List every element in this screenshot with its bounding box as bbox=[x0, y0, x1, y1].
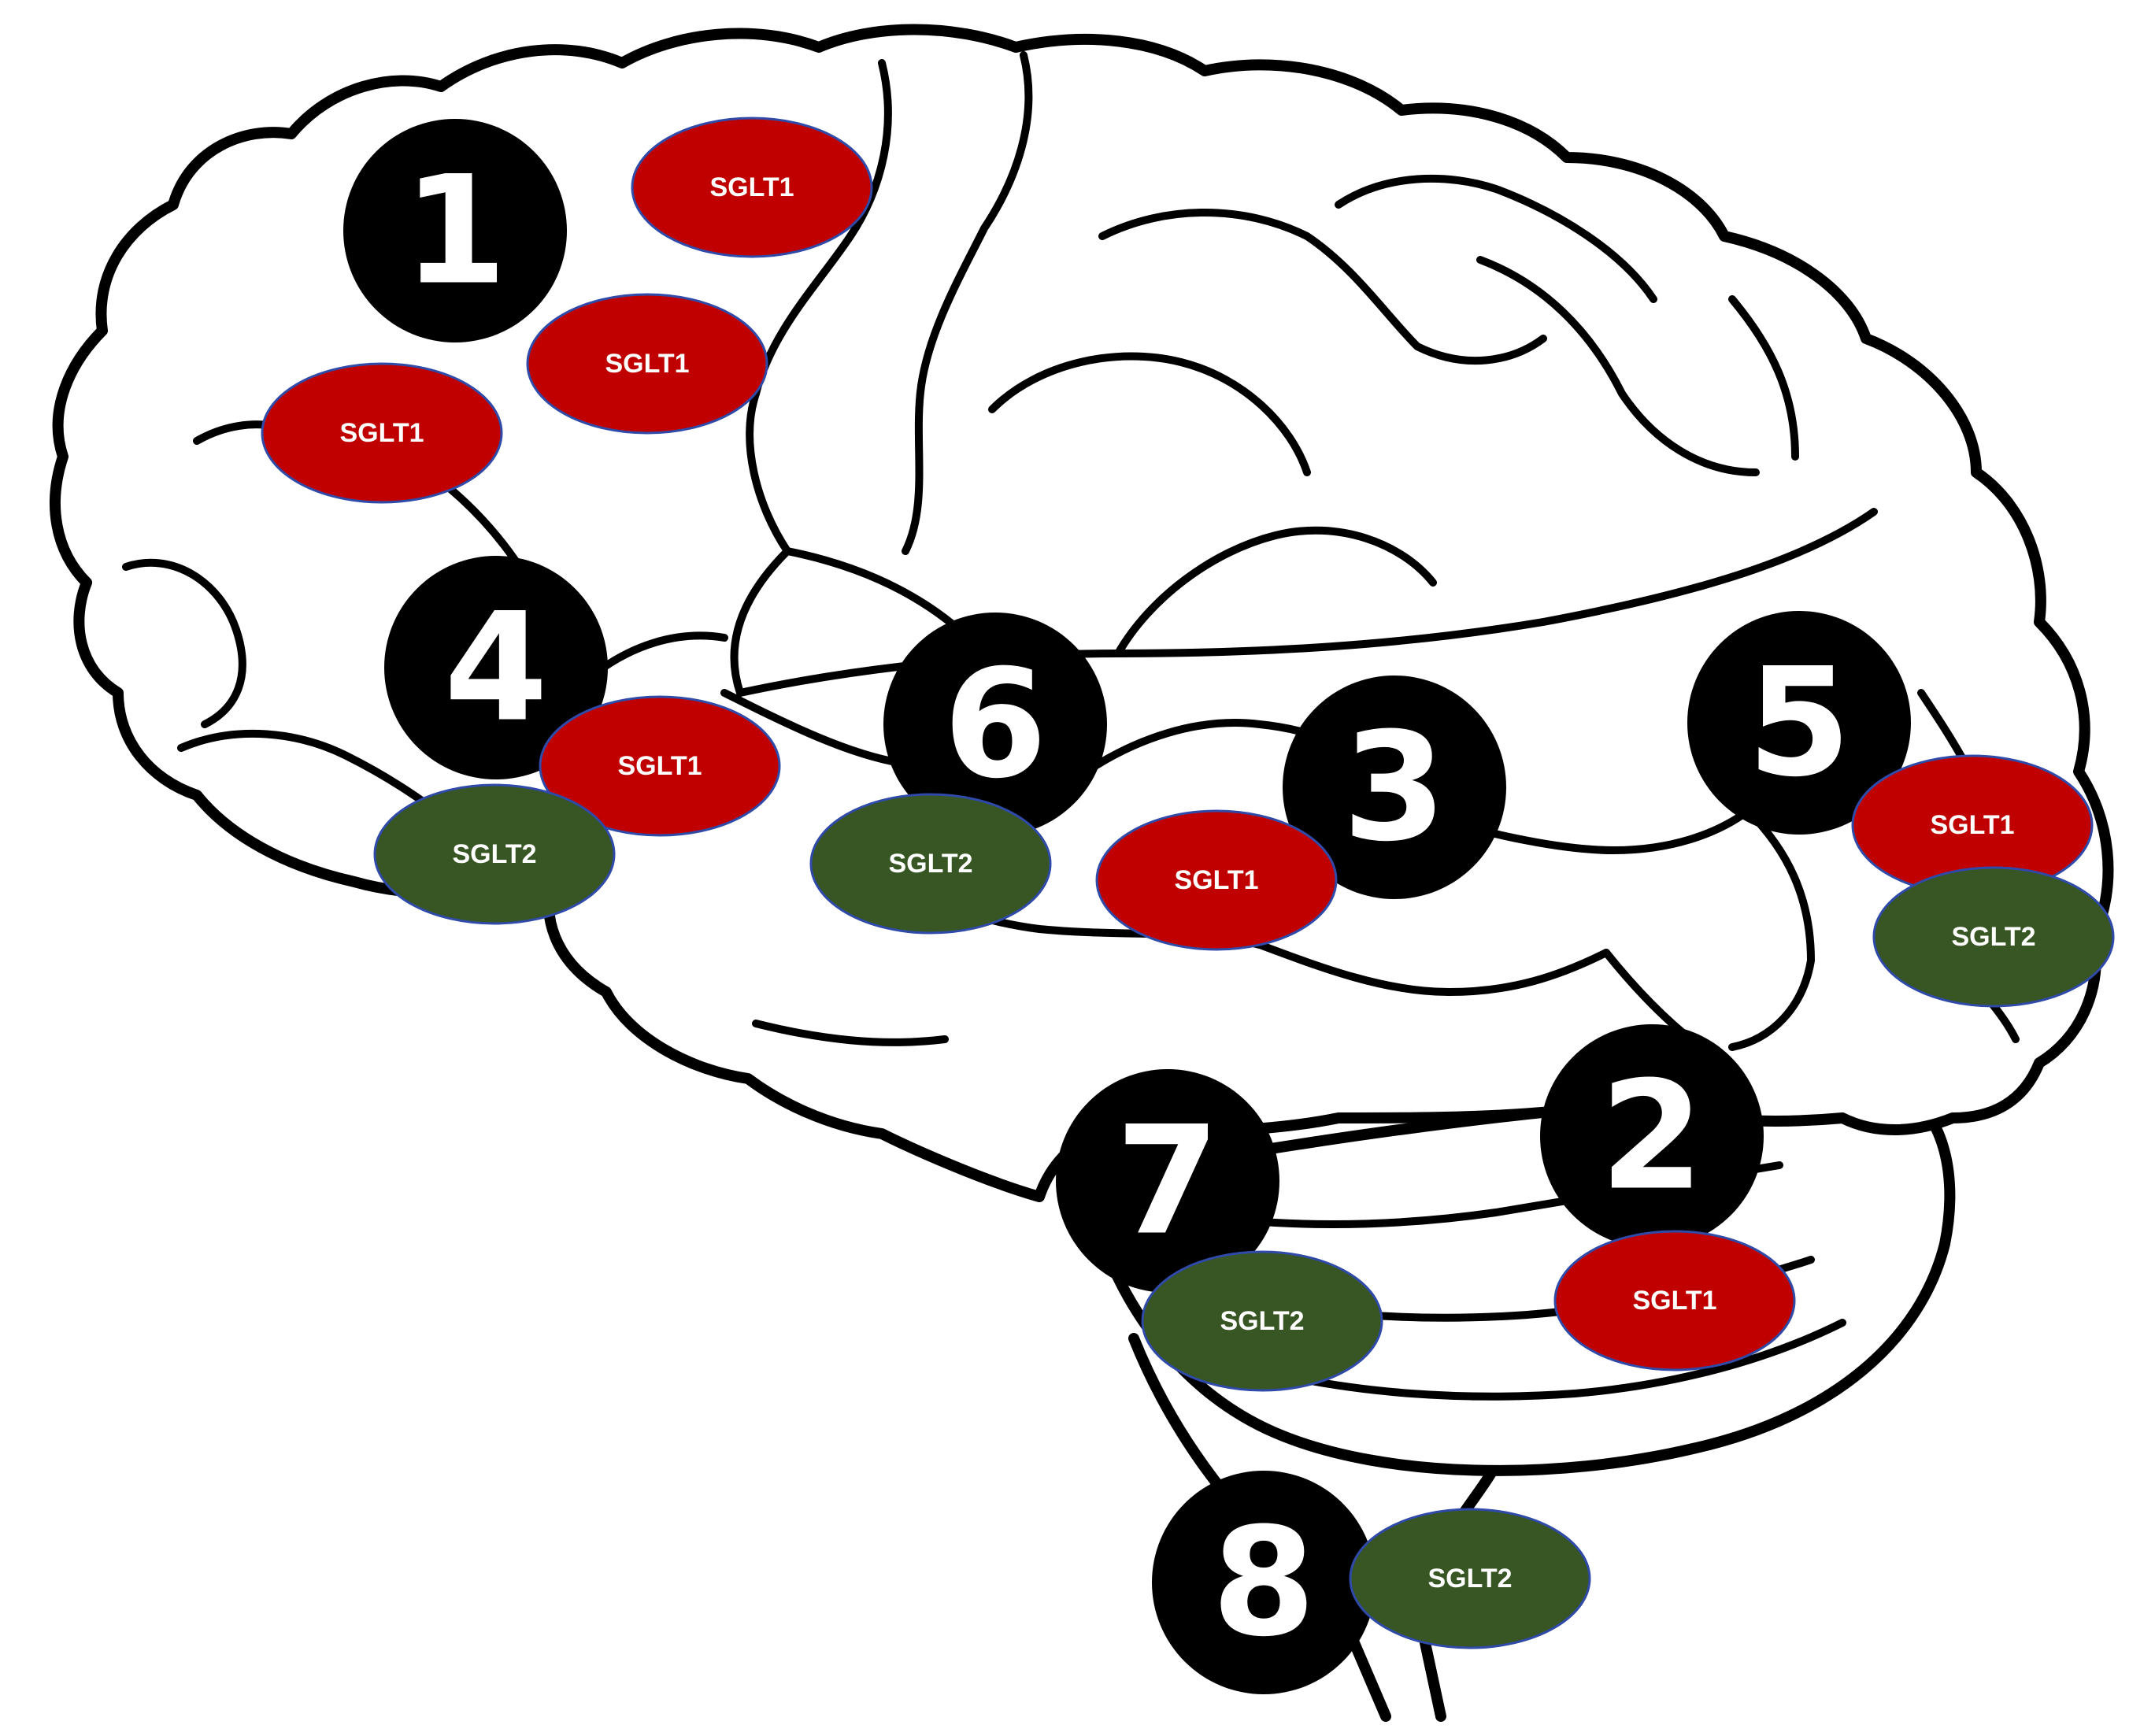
transporter-label: SGLT1 bbox=[1632, 1286, 1716, 1316]
sulcus-line bbox=[1256, 941, 1610, 996]
transporter-label: SGLT2 bbox=[888, 849, 972, 879]
sglt2-oval-shape bbox=[1349, 1508, 1591, 1649]
sglt2-oval-shape bbox=[1141, 1250, 1383, 1392]
sulcus-line bbox=[1335, 174, 1657, 303]
transporter-labels: SGLT1 SGLT1 SGLT1 SGLT1 SGLT2 SGLT2 SGLT… bbox=[261, 117, 2115, 1649]
sglt1-oval: SGLT1 bbox=[1095, 809, 1338, 951]
sglt1-oval: SGLT1 bbox=[261, 362, 503, 504]
transporter-label: SGLT1 bbox=[617, 751, 702, 781]
marker-label: 6 bbox=[943, 638, 1047, 812]
sulcus-line bbox=[988, 352, 1311, 476]
region-markers: 1 2 3 4 5 6 7 8 bbox=[343, 119, 1911, 1694]
sglt1-oval-shape bbox=[539, 695, 781, 837]
sglt1-oval: SGLT1 bbox=[539, 695, 781, 837]
transporter-label: SGLT1 bbox=[1930, 810, 2014, 840]
sulcus-line bbox=[752, 1020, 949, 1046]
sglt2-oval-shape bbox=[809, 793, 1052, 935]
transporter-label: SGLT2 bbox=[1951, 922, 2035, 952]
transporter-label: SGLT1 bbox=[339, 418, 424, 448]
sulcus-line bbox=[1098, 209, 1547, 365]
transporter-label: SGLT2 bbox=[1427, 1564, 1512, 1593]
sglt1-oval: SGLT1 bbox=[1553, 1230, 1796, 1371]
sglt1-oval: SGLT1 bbox=[526, 293, 768, 435]
sglt1-oval-shape bbox=[631, 117, 873, 258]
sglt2-oval: SGLT2 bbox=[1141, 1250, 1383, 1392]
sglt2-oval-shape bbox=[373, 783, 616, 925]
sglt1-oval: SGLT1 bbox=[631, 117, 873, 258]
sglt1-oval-shape bbox=[526, 293, 768, 435]
sglt2-oval-shape bbox=[1872, 866, 2115, 1008]
sglt2-oval: SGLT2 bbox=[1872, 866, 2115, 1008]
marker-6: 6 bbox=[883, 613, 1107, 836]
transporter-label: SGLT2 bbox=[452, 839, 536, 869]
transporter-label: SGLT2 bbox=[1220, 1306, 1304, 1336]
sulcus-line bbox=[1728, 807, 1815, 1051]
sglt2-oval: SGLT2 bbox=[373, 783, 616, 925]
sglt1-oval-shape bbox=[261, 362, 503, 504]
marker-8: 8 bbox=[1152, 1471, 1376, 1694]
sulcus-line bbox=[122, 558, 246, 728]
sulcus-line bbox=[1476, 256, 1760, 476]
sulcus-line bbox=[1256, 1319, 1846, 1401]
sglt1-oval: SGLT1 bbox=[1851, 754, 2094, 896]
marker-label: 4 bbox=[444, 581, 548, 755]
transporter-label: SGLT1 bbox=[709, 172, 794, 202]
marker-circle bbox=[343, 119, 567, 342]
marker-4: 4 bbox=[384, 556, 608, 779]
transporter-label: SGLT1 bbox=[605, 349, 689, 379]
marker-circle bbox=[1687, 611, 1911, 835]
marker-5: 5 bbox=[1687, 611, 1911, 835]
marker-label: 7 bbox=[1116, 1094, 1220, 1268]
sglt1-oval-shape bbox=[1553, 1230, 1796, 1371]
marker-circle bbox=[1152, 1471, 1376, 1694]
transporter-label: SGLT1 bbox=[1174, 865, 1258, 895]
marker-label: 5 bbox=[1747, 636, 1851, 810]
sglt1-oval-shape bbox=[1095, 809, 1338, 951]
marker-label: 1 bbox=[403, 144, 507, 318]
marker-1: 1 bbox=[343, 119, 567, 342]
marker-label: 3 bbox=[1342, 701, 1446, 875]
marker-circle bbox=[1056, 1069, 1279, 1293]
sglt2-oval: SGLT2 bbox=[1349, 1508, 1591, 1649]
marker-circle bbox=[384, 556, 608, 779]
sulcus-line bbox=[902, 51, 1033, 555]
sulcus-line bbox=[1728, 295, 1799, 461]
marker-label: 8 bbox=[1212, 1496, 1316, 1670]
marker-7: 7 bbox=[1056, 1069, 1279, 1293]
sulcus-line bbox=[1114, 526, 1437, 657]
marker-label: 2 bbox=[1600, 1049, 1704, 1223]
marker-circle bbox=[1540, 1024, 1764, 1248]
marker-circle bbox=[883, 613, 1107, 836]
marker-3: 3 bbox=[1283, 676, 1506, 899]
marker-2: 2 bbox=[1540, 1024, 1764, 1248]
sglt2-oval: SGLT2 bbox=[809, 793, 1052, 935]
marker-circle bbox=[1283, 676, 1506, 899]
